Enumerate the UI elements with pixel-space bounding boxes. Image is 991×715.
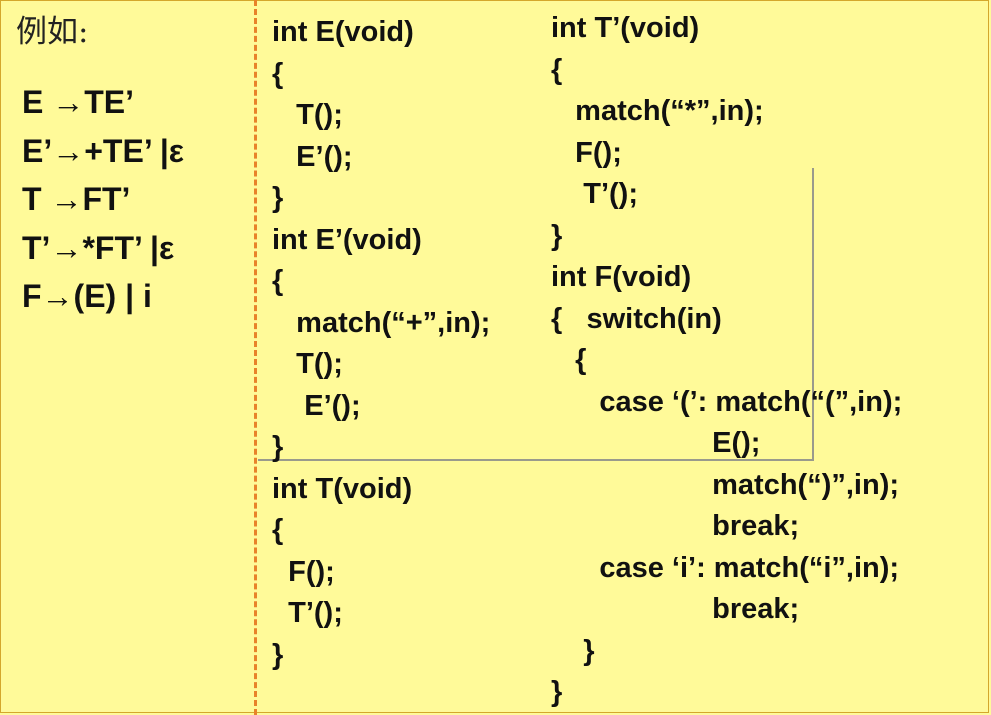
code-line: } [272, 182, 284, 214]
code-column-left: int E(void) { T(); E’(); } int E’(void) … [272, 12, 490, 676]
code-line: break; [551, 510, 800, 542]
code-line: case ‘(’: match(“(”,in); [551, 385, 903, 418]
code-line: { [551, 344, 587, 376]
code-line: int F(void) [551, 261, 692, 293]
code-line: match(“)”,in); [551, 468, 900, 501]
grammar-rule: T’→*FT’ |ε [22, 229, 175, 266]
code-line: { switch(in) [551, 302, 722, 335]
code-line: T’(); [272, 597, 343, 629]
code-line: int T’(void) [551, 12, 700, 44]
highlight-box [258, 168, 814, 461]
code-line: int E(void) [272, 16, 414, 48]
code-line: } [551, 676, 563, 708]
code-line: F(); [272, 555, 335, 588]
code-line: int T(void) [272, 472, 413, 505]
code-line: { [551, 53, 563, 86]
code-line: T(); [272, 348, 343, 380]
code-line: } [272, 638, 284, 671]
code-line: T’(); [551, 178, 638, 210]
grammar-rule: E →TE’ [22, 84, 135, 120]
code-line: F(); [551, 136, 622, 169]
code-line: break; [551, 593, 800, 625]
code-line: T(); [272, 99, 343, 131]
code-line: { [272, 265, 284, 297]
code-line: E’(); [272, 389, 361, 422]
code-column-right: int T’(void) { match(“*”,in); F(); T’();… [551, 8, 902, 714]
code-line: } [551, 634, 595, 667]
example-label: 例如: [16, 14, 89, 50]
grammar-rule: E’→+TE’ |ε [22, 132, 184, 169]
code-line: E’(); [272, 140, 353, 173]
grammar-rules: E →TE’ E’→+TE’ |ε T →FT’ T’→*FT’ |ε F→(E… [22, 78, 184, 321]
code-line: case ‘i’: match(“i”,in); [551, 551, 900, 584]
code-line: } [551, 219, 563, 252]
code-line: match(“*”,in); [551, 95, 764, 127]
code-line: match(“+”,in); [272, 306, 491, 339]
code-line: } [272, 431, 284, 463]
grammar-rule: T →FT’ [22, 181, 131, 217]
grammar-rule: F→(E) | i [22, 278, 152, 314]
code-line: { [272, 514, 284, 546]
code-line: int E’(void) [272, 223, 422, 256]
code-line: { [272, 57, 284, 90]
dashed-divider [254, 0, 257, 715]
code-line: E(); [551, 427, 761, 459]
